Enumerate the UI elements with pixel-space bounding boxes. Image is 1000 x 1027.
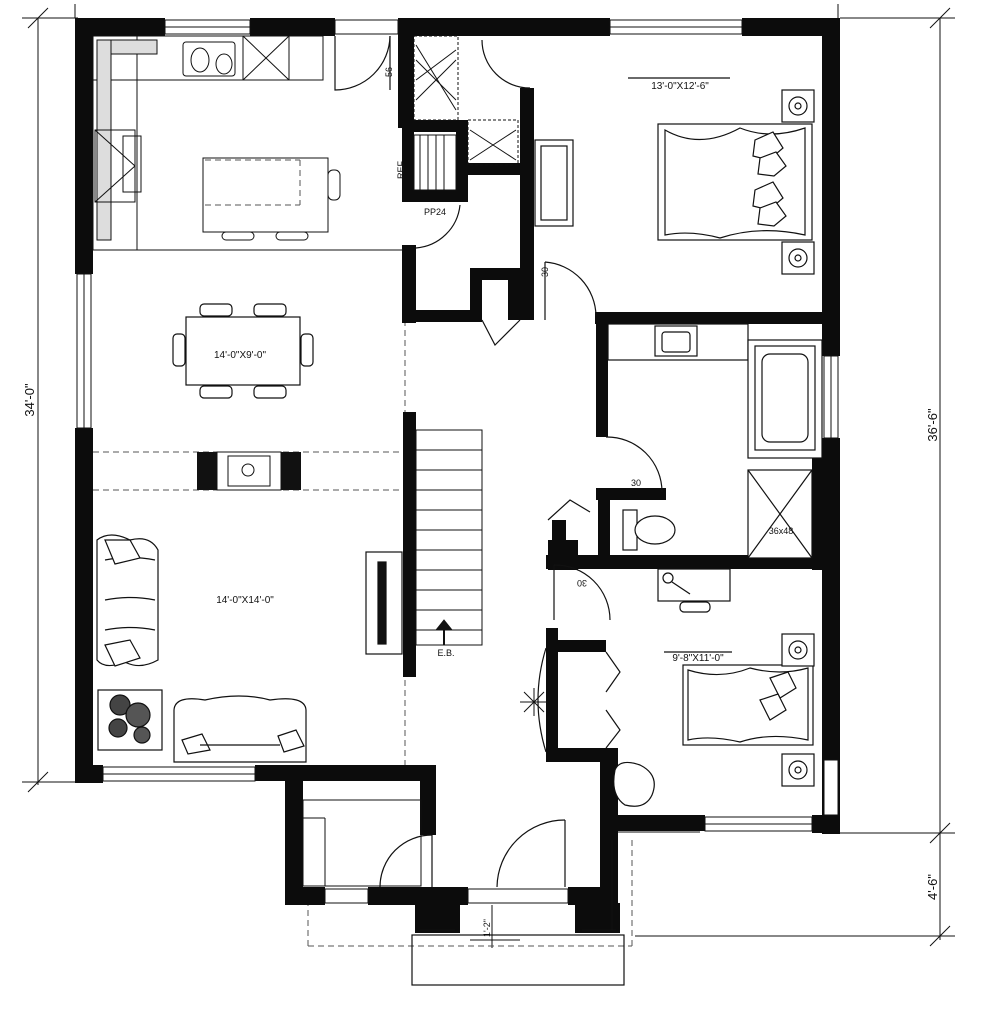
vestibule-closet xyxy=(302,799,422,887)
stairs xyxy=(415,429,483,646)
dim-left-height: 34'-0" xyxy=(22,383,37,417)
stair-label: E.B. xyxy=(437,648,454,658)
master-closet xyxy=(413,35,519,166)
kitchen xyxy=(92,35,457,251)
fridge-label: REF xyxy=(396,160,406,179)
bedroom-2-furniture xyxy=(537,568,815,807)
door-30-bath-label: 30 xyxy=(631,478,641,488)
living-furniture xyxy=(96,534,403,763)
fireplace xyxy=(197,451,301,491)
door-56-label: 56 xyxy=(384,67,394,77)
dining-furniture xyxy=(172,303,314,399)
dim-right-height-entry: 4'-6" xyxy=(925,874,940,900)
bedroom-2-label: 9'-8"X11'-0" xyxy=(672,653,724,664)
master-bedroom-furniture xyxy=(534,77,815,275)
walls xyxy=(75,18,840,933)
shower-label: 36x48 xyxy=(769,526,794,536)
door-30-bed2-label: 30 xyxy=(577,578,587,588)
dimension-lines xyxy=(22,4,955,948)
windows xyxy=(76,19,839,904)
wall-hatch xyxy=(420,831,700,931)
dim-right-height-main: 36'-6" xyxy=(925,408,940,442)
living-label: 14'-0"X14'-0" xyxy=(216,595,274,606)
dining-label: 14'-0"X9'-0" xyxy=(214,350,267,361)
bathroom-fixtures xyxy=(607,323,823,559)
entry-step xyxy=(411,934,625,986)
dim-step-depth: 1'-2" xyxy=(482,919,492,937)
doors xyxy=(334,35,663,888)
pantry-label: PP24 xyxy=(424,207,446,217)
plant-icon xyxy=(520,688,548,716)
door-30-hall-label: 30 xyxy=(540,267,550,277)
master-bedroom-label: 13'-0"X12'-6" xyxy=(651,81,709,92)
